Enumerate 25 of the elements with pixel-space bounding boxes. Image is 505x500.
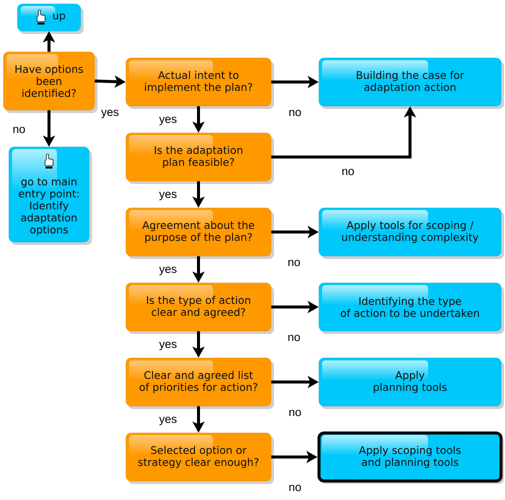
decision-box: Have options been identified? xyxy=(3,52,98,113)
process-box: Building the case for adaptation action xyxy=(318,58,504,109)
decision-box: Actual intent to implement the plan? xyxy=(126,58,274,109)
process-box: Apply tools for scoping / understanding complexity xyxy=(318,208,504,259)
edge-label: no xyxy=(288,108,302,118)
process-box: Apply scoping tools and planning tools xyxy=(318,432,504,484)
edge-label: yes xyxy=(158,266,178,276)
process-box: Apply planning tools xyxy=(318,358,504,409)
edge-label: yes xyxy=(158,416,178,426)
decision-box: Selected option or strategy clear enough? xyxy=(126,432,274,484)
edge-label: yes xyxy=(158,340,178,352)
decision-box: Is the adaptation plan feasible? xyxy=(126,132,274,184)
edge-label: no xyxy=(340,168,356,176)
decision-box: Agreement about the purpose of the plan? xyxy=(126,208,274,259)
decision-box: Clear and agreed list of priorities for action? xyxy=(126,358,274,409)
decision-box: Is the type of action clear and agreed? xyxy=(126,282,274,334)
edge-label: no xyxy=(286,334,302,342)
edge-label: no xyxy=(288,484,302,492)
edge-label: yes xyxy=(158,116,178,126)
edge-label: no xyxy=(286,258,302,268)
process-box: Identifying the type of action to be undertaken xyxy=(318,282,504,334)
edge-label: yes xyxy=(158,190,178,202)
edge-label: no xyxy=(288,408,302,418)
edge-label: yes xyxy=(100,108,120,120)
edge-label: no xyxy=(12,126,26,134)
